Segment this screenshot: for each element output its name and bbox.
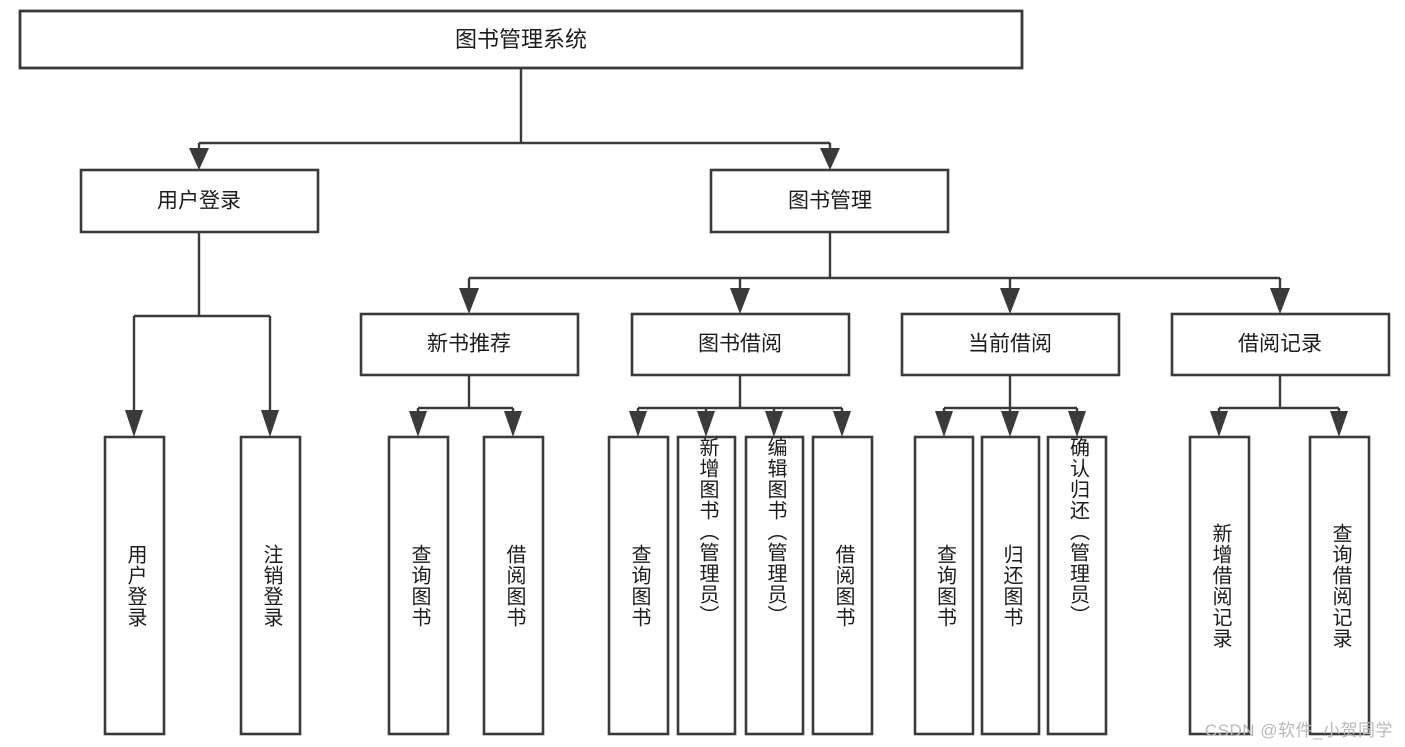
arrowhead-leaf-borrow-book-4	[833, 411, 851, 437]
leaf-box-user-login-1[interactable]	[103, 435, 166, 736]
node-user-login-label: 用户登录	[157, 190, 241, 213]
arrowhead-book-manage	[820, 148, 840, 170]
node-user-login[interactable]: 用户登录	[79, 168, 320, 234]
arrowhead-leaf-user-login-2	[261, 410, 279, 437]
node-current-borrow-label: 当前借阅	[968, 333, 1052, 356]
node-book-manage-box[interactable]	[709, 168, 950, 234]
leaf-box-borrow-book-1[interactable]	[607, 435, 670, 736]
arrowhead-leaf-current-borrow-3	[1068, 411, 1086, 437]
leaf-box-current-borrow-3[interactable]	[1046, 435, 1108, 736]
node-root-label: 图书管理系统	[455, 27, 587, 52]
leaf-box-current-borrow-1[interactable]	[913, 435, 975, 736]
arrowhead-leaf-current-borrow-2	[1001, 411, 1019, 437]
leaf-box-borrow-record-1[interactable]	[1188, 435, 1251, 736]
arrowhead-borrow-record	[1270, 288, 1290, 314]
node-book-manage-label: 图书管理	[788, 190, 872, 213]
arrowhead-current-borrow	[1000, 288, 1020, 314]
arrowhead-leaf-borrow-book-3	[765, 411, 783, 437]
leaf-box-borrow-book-2[interactable]	[676, 435, 737, 736]
arrowhead-leaf-borrow-record-1	[1210, 411, 1228, 437]
node-root-box[interactable]	[18, 9, 1024, 70]
leaf-box-borrow-book-3[interactable]	[744, 435, 805, 736]
node-new-book[interactable]: 新书推荐	[359, 312, 580, 377]
arrowhead-borrow-book	[730, 288, 750, 314]
arrowhead-leaf-borrow-book-2	[697, 411, 715, 437]
arrowhead-leaf-borrow-book-1	[629, 411, 647, 437]
node-borrow-book[interactable]: 图书借阅	[630, 312, 851, 377]
arrowhead-leaf-new-book-1	[409, 411, 427, 437]
arrowhead-leaf-new-book-2	[504, 411, 522, 437]
node-new-book-label: 新书推荐	[427, 333, 511, 356]
leaf-box-new-book-2[interactable]	[482, 435, 545, 736]
node-root[interactable]: 图书管理系统	[18, 9, 1024, 70]
leaf-box-borrow-book-4[interactable]	[811, 435, 874, 736]
leaf-box-user-login-2[interactable]	[239, 435, 302, 736]
leaf-box-borrow-record-2[interactable]	[1308, 435, 1371, 736]
arrowhead-leaf-current-borrow-1	[935, 411, 953, 437]
node-current-borrow-box[interactable]	[900, 312, 1121, 377]
node-borrow-book-label: 图书借阅	[698, 333, 782, 356]
leaf-box-current-borrow-2[interactable]	[980, 435, 1041, 736]
node-borrow-record-label: 借阅记录	[1238, 333, 1322, 356]
arrowhead-new-book	[459, 288, 479, 314]
arrowhead-user-login	[189, 148, 209, 170]
node-borrow-record-box[interactable]	[1170, 312, 1391, 377]
node-book-manage[interactable]: 图书管理	[709, 168, 950, 234]
arrowhead-leaf-user-login-1	[125, 410, 143, 437]
node-current-borrow[interactable]: 当前借阅	[900, 312, 1121, 377]
node-borrow-record[interactable]: 借阅记录	[1170, 312, 1391, 377]
node-new-book-box[interactable]	[359, 312, 580, 377]
arrowhead-leaf-borrow-record-2	[1330, 411, 1348, 437]
watermark-text: CSDN @软件_小贺同学	[1204, 721, 1393, 740]
leaf-box-new-book-1[interactable]	[387, 435, 450, 736]
node-borrow-book-box[interactable]	[630, 312, 851, 377]
